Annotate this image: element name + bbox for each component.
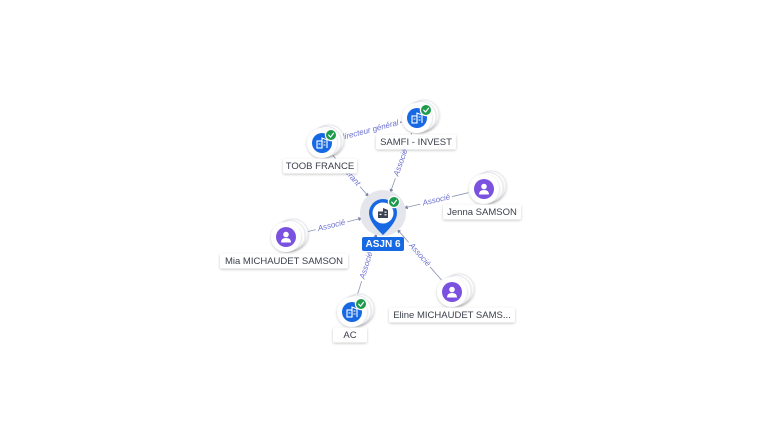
node-label-toob[interactable]: TOOB FRANCE xyxy=(283,158,357,174)
node-label-bg xyxy=(376,134,456,150)
building-icon xyxy=(378,208,388,218)
node-label-jenna[interactable]: Jenna SAMSON xyxy=(443,204,521,220)
person-icon xyxy=(281,231,291,243)
edge-mia-center: Associé xyxy=(301,216,363,235)
edge-label-bg xyxy=(405,238,435,270)
node-samfi[interactable]: SAMFI - INVEST xyxy=(376,99,456,150)
edge-label-bg xyxy=(419,191,454,209)
node-label-text: Mia MICHAUDET SAMSON xyxy=(225,256,343,267)
node-label-text: Jenna SAMSON xyxy=(447,207,517,218)
person-icon xyxy=(447,286,457,298)
edge-label-bg xyxy=(356,248,376,283)
edge-label: Associé xyxy=(407,240,433,268)
node-label-text: TOOB FRANCE xyxy=(286,161,354,172)
edge-label-bg xyxy=(337,117,402,143)
node-label-samfi[interactable]: SAMFI - INVEST xyxy=(376,134,456,150)
node-label-bg xyxy=(443,204,521,220)
node-label-bg xyxy=(220,253,348,269)
verified-check-icon xyxy=(419,103,433,117)
node-label-mia[interactable]: Mia MICHAUDET SAMSON xyxy=(220,253,348,269)
verified-check-icon xyxy=(324,128,338,142)
edge-label: Associé xyxy=(357,250,374,281)
verified-check-icon xyxy=(387,195,401,209)
edge-label: Associé xyxy=(316,217,347,233)
center-label-text: ASJN 6 xyxy=(365,239,400,250)
node-label-eline[interactable]: Eline MICHAUDET SAMS... xyxy=(389,307,515,323)
edge-label-bg xyxy=(390,145,411,180)
center-label[interactable]: ASJN 6 xyxy=(362,237,404,251)
center-node[interactable]: ASJN 6 xyxy=(360,190,406,251)
building-icon xyxy=(346,306,358,318)
node-label-bg xyxy=(389,307,515,323)
building-icon xyxy=(316,137,328,149)
node-label-ac[interactable]: AC xyxy=(333,327,367,343)
node-label-bg xyxy=(333,327,367,343)
node-label-text: Eline MICHAUDET SAMS... xyxy=(393,310,511,321)
edge-eline-center: Associé xyxy=(397,229,442,281)
node-mia[interactable]: Mia MICHAUDET SAMSON xyxy=(220,218,348,269)
node-ac[interactable]: AC xyxy=(333,293,375,343)
center-label-bg xyxy=(362,237,404,251)
node-toob[interactable]: TOOB FRANCE xyxy=(283,124,357,174)
node-label-bg xyxy=(283,158,357,174)
edge-label: Associé xyxy=(391,147,409,178)
building-icon xyxy=(411,112,423,124)
node-jenna[interactable]: Jenna SAMSON xyxy=(443,170,521,220)
verified-check-icon xyxy=(354,297,368,311)
node-eline[interactable]: Eline MICHAUDET SAMS... xyxy=(389,273,515,323)
edge-label-bg xyxy=(314,216,349,235)
node-label-text: SAMFI - INVEST xyxy=(380,137,452,148)
person-icon xyxy=(479,183,489,195)
node-label-text: AC xyxy=(343,330,356,341)
